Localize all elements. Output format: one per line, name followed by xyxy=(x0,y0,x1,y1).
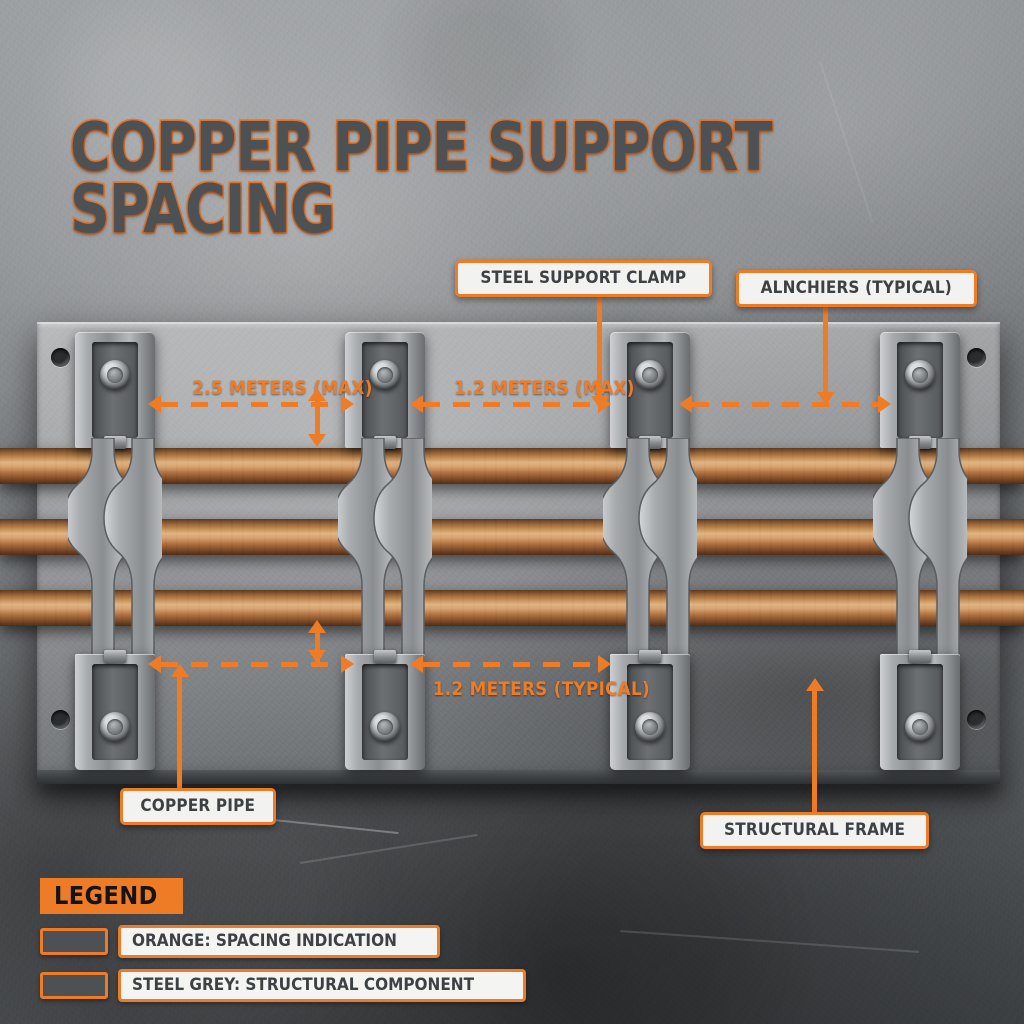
dimension-arrow-right xyxy=(341,655,354,673)
dimension-line-3 xyxy=(692,402,878,407)
legend-swatch-orange xyxy=(40,928,108,955)
steel-support-clamp xyxy=(68,332,162,770)
callout-leader-steel-support-clamp xyxy=(597,289,602,404)
title-line-2: SPACING xyxy=(68,170,337,249)
callout-label: STRUCTURAL FRAME xyxy=(724,820,906,840)
callout-arrowhead xyxy=(806,678,824,691)
callout-label: STEEL SUPPORT CLAMP xyxy=(480,268,687,288)
steel-support-clamp xyxy=(603,332,697,770)
dimension-arrow-right xyxy=(598,655,611,673)
callout-structural-frame[interactable]: STRUCTURAL FRAME xyxy=(700,812,930,849)
callout-arrowhead xyxy=(171,664,189,677)
clamp-upper-slot xyxy=(897,342,943,438)
callout-steel-support-clamp[interactable]: STEEL SUPPORT CLAMP xyxy=(455,260,712,297)
clamp-lower-bolt xyxy=(370,712,400,742)
callout-arrowhead xyxy=(817,392,835,405)
clamp-lower-bolt xyxy=(635,712,665,742)
dimension-label-1: 2.5 METERS (MAX) xyxy=(192,377,373,399)
clamp-upper-bolt xyxy=(370,360,400,390)
title-line-1: COPPER PIPE SUPPORT xyxy=(68,108,774,186)
dimension-line-4 xyxy=(161,662,341,667)
steel-support-clamp xyxy=(338,332,432,770)
clamp-lower-nut xyxy=(639,650,661,663)
copper-pipe xyxy=(0,448,1024,484)
copper-pipe xyxy=(0,519,1024,555)
clamp-lower-bolt xyxy=(100,712,130,742)
dimension-arrow-right xyxy=(341,395,354,413)
legend: LEGEND ORANGE: SPACING INDICATION STEEL … xyxy=(40,878,527,1002)
clamp-saddle-strap xyxy=(603,438,697,664)
callout-copper-pipe[interactable]: COPPER PIPE xyxy=(120,788,276,825)
vertical-dimension-arrow-up xyxy=(308,388,326,401)
vertical-dimension-arrow-down xyxy=(308,434,326,447)
callout-anchors-typical[interactable]: ALNCHIERS (TYPICAL) xyxy=(736,270,977,307)
vertical-dimension-arrow-down xyxy=(308,650,326,663)
legend-label-box: ORANGE: SPACING INDICATION xyxy=(118,925,441,958)
callout-label: COPPER PIPE xyxy=(140,796,256,816)
dimension-arrow-left xyxy=(148,655,161,673)
callout-leader-copper-pipe xyxy=(177,676,182,790)
clamp-lower-nut xyxy=(909,650,931,663)
vertical-dimension-arrow-up xyxy=(308,620,326,633)
legend-entry: STEEL GREY: STRUCTURAL COMPONENT xyxy=(40,969,527,1002)
clamp-saddle-strap xyxy=(68,438,162,664)
legend-entry-label: ORANGE: SPACING INDICATION xyxy=(132,931,397,951)
legend-entry-label: STEEL GREY: STRUCTURAL COMPONENT xyxy=(132,975,475,995)
dimension-line-5 xyxy=(423,662,598,667)
dimension-arrow-left xyxy=(410,655,423,673)
copper-pipe xyxy=(0,590,1024,626)
clamp-upper-slot xyxy=(627,342,673,438)
legend-title-text: LEGEND xyxy=(54,881,158,910)
dimension-label-3: 1.2 METERS (TYPICAL) xyxy=(432,678,651,700)
dimension-label-2: 1.2 METERS (MAX) xyxy=(454,377,635,399)
legend-swatch-steel-grey xyxy=(40,972,108,999)
legend-title: LEGEND xyxy=(40,878,184,914)
callout-leader-structural-frame xyxy=(812,690,817,815)
callout-arrowhead xyxy=(591,396,609,409)
steel-support-clamp xyxy=(873,332,967,770)
vertical-dimension-line xyxy=(315,398,320,436)
dimension-arrow-left xyxy=(410,395,423,413)
clamp-lower-nut xyxy=(374,650,396,663)
callout-label: ALNCHIERS (TYPICAL) xyxy=(760,278,952,298)
dimension-arrow-right xyxy=(878,395,891,413)
dimension-arrow-left xyxy=(148,395,161,413)
legend-label-box: STEEL GREY: STRUCTURAL COMPONENT xyxy=(118,969,527,1002)
callout-leader-anchors xyxy=(823,300,828,400)
vertical-dimension-line xyxy=(315,630,320,662)
clamp-upper-bolt xyxy=(635,360,665,390)
clamp-upper-slot xyxy=(362,342,408,438)
page-title: COPPER PIPE SUPPORT SPACING xyxy=(68,108,860,249)
clamp-lower-bolt xyxy=(905,712,935,742)
dimension-line-2 xyxy=(423,402,598,407)
clamp-saddle-strap xyxy=(873,438,967,664)
frame-bottom-lip xyxy=(37,770,1000,784)
dimension-line-1 xyxy=(161,402,341,407)
dimension-arrow-left xyxy=(679,395,692,413)
clamp-upper-bolt xyxy=(100,360,130,390)
clamp-lower-nut xyxy=(104,650,126,663)
clamp-upper-slot xyxy=(92,342,138,438)
clamp-upper-bolt xyxy=(905,360,935,390)
legend-entry: ORANGE: SPACING INDICATION xyxy=(40,925,526,958)
clamp-saddle-strap xyxy=(338,438,432,664)
